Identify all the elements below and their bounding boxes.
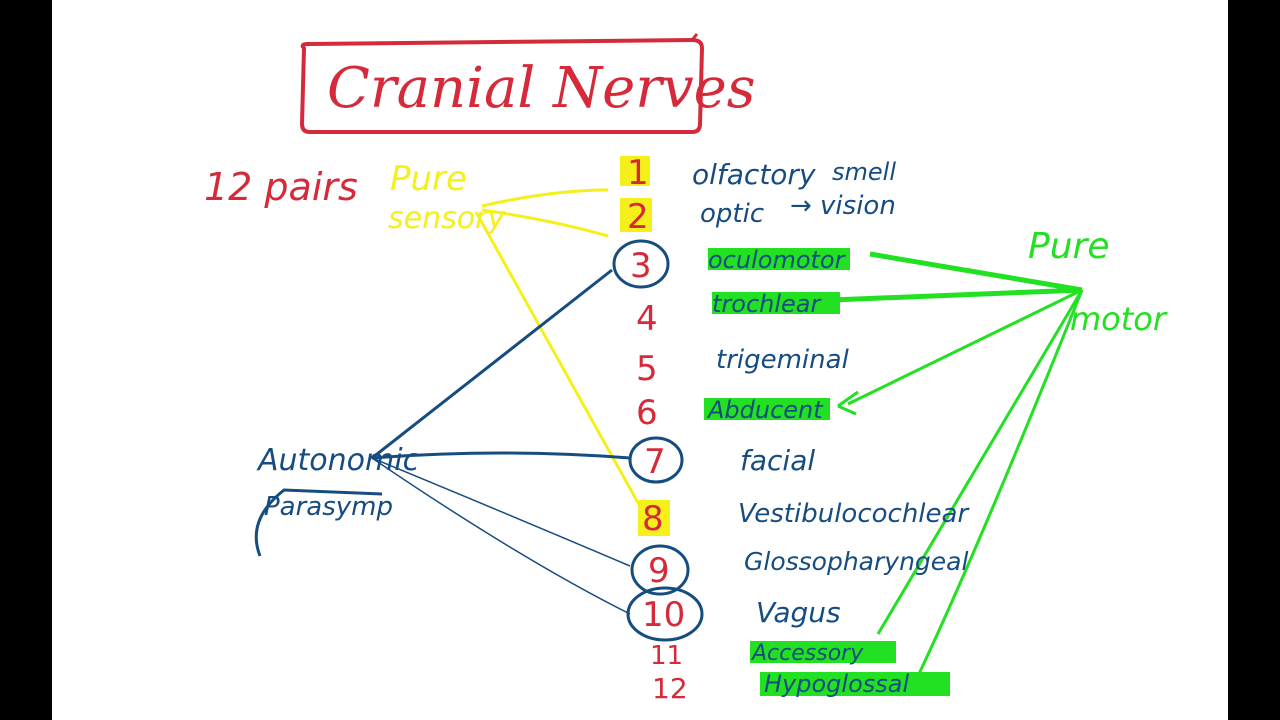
nerve-name-5: trigeminal [716,345,850,375]
autonomic-connectors [371,268,631,615]
nerve-name-6: Abducent [706,396,824,424]
sensory-connectors [474,188,644,511]
parasymp-bracket [254,488,383,557]
whiteboard: Cranial Nerves 12 pairs Pure sensory Pur… [52,0,1228,720]
nerve-name-9: Glossopharyngeal [744,547,968,576]
nerve-number-10: 10 [642,595,685,635]
nerve-number-11: 11 [650,641,683,671]
nerve-name-7: facial [740,444,815,477]
nerve-name-12: Hypoglossal [764,670,909,698]
nerve-number-4: 4 [636,299,658,339]
nerve-name-2: optic [700,199,764,229]
pure-sensory-line2: sensory [388,201,506,236]
nerve-name-8: Vestibulocochlear [738,499,970,529]
nerve-number-2: 2 [627,197,649,237]
diagram-canvas: Cranial Nerves 12 pairs Pure sensory Pur… [204,33,1168,705]
nerve-name-1: olfactory [692,158,816,191]
title-box [300,38,704,134]
nerve-number-9: 9 [648,551,670,591]
nerve-note-1: smell [832,158,896,186]
pure-motor-line2: motor [1070,300,1168,338]
nerve-numbers: 1 2 3 4 5 6 7 8 9 10 11 12 [627,153,688,705]
pairs-label: 12 pairs [204,165,358,209]
motor-connectors [831,251,1084,677]
nerve-note-2: → vision [790,191,896,221]
nerve-name-10: Vagus [756,596,841,629]
sensory-highlights [620,156,670,536]
nerve-number-7: 7 [644,442,666,482]
nerve-number-8: 8 [642,499,664,539]
nerve-number-12: 12 [652,672,688,705]
nerve-name-4: trochlear [712,290,823,318]
nerve-number-5: 5 [636,349,658,389]
parasymp-label: Parasymp [264,492,393,522]
nerve-name-11: Accessory [750,641,864,666]
pure-sensory-line1: Pure [390,159,467,199]
nerve-number-3: 3 [630,246,652,286]
nerve-name-3: oculomotor [708,246,847,274]
nerve-number-1: 1 [627,153,649,193]
nerve-names: olfactory smell optic → vision oculomoto… [692,158,970,698]
nerve-number-6: 6 [636,393,658,433]
title: Cranial Nerves [327,56,756,121]
pure-motor-line1: Pure [1028,226,1109,267]
autonomic-circles [612,239,704,642]
